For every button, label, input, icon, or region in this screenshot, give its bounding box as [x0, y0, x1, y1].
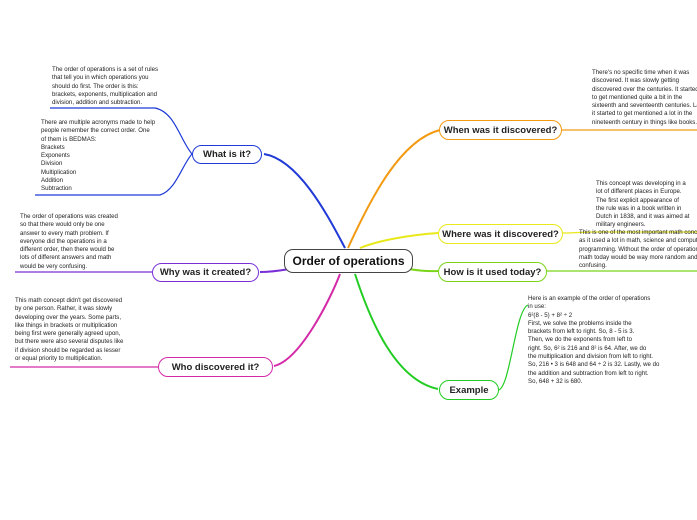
note-line: Multiplication — [41, 168, 77, 176]
note-what-acronyms: There are multiple acronyms made to help… — [41, 119, 173, 194]
central-topic[interactable]: Order of operations — [284, 249, 413, 273]
note-line: everyone did the operations in a — [20, 237, 107, 245]
note-line: There's no specific time when it was — [592, 69, 690, 76]
note-use: This is one of the most important math c… — [579, 229, 697, 270]
note-line: This is one of the most important math c… — [579, 229, 697, 236]
branch-how-is-it-used-today[interactable]: How is it used today? — [438, 262, 547, 282]
link-when — [347, 129, 441, 249]
note-line: the rule was in a book written in — [596, 204, 682, 212]
branch-label: Who discovered it? — [171, 361, 260, 373]
note-line: So, 648 + 32 is 680. — [528, 377, 583, 385]
note-line: There are multiple acronyms made to help — [41, 119, 156, 126]
note-line: answer to every math problem. If — [20, 229, 109, 237]
note-line: developing over the years. Some parts, — [15, 313, 122, 321]
note-line: to get mentioned quite a bit in the — [592, 93, 683, 101]
link-example — [354, 273, 439, 390]
note-line: that tell you in which operations you — [52, 74, 149, 82]
note-line: would be very confusing. — [20, 262, 88, 270]
note-line: being first were generally agreed upon, — [15, 330, 121, 338]
note-line: brackets, exponents, multiplication and — [52, 90, 158, 98]
note-example: Here is an example of the order of opera… — [528, 295, 668, 386]
note-line: by one person. Rather, it was slowly — [15, 305, 113, 313]
note-line: lot of different places in Europe. — [596, 188, 682, 196]
note-line: First, we solve the problems inside the — [528, 319, 632, 327]
note-line: So, 216 • 3 is 648 and 64 ÷ 2 is 32. Las… — [528, 361, 660, 369]
note-line: different order, then there would be — [20, 246, 115, 254]
note-line: so that there would only be one — [20, 221, 105, 229]
note-line: the addition and subtraction from left t… — [528, 369, 649, 377]
note-line: if division should be regarded as lesser — [15, 346, 121, 354]
note-line: This concept was developing in a — [596, 180, 686, 187]
branch-who-discovered-it[interactable]: Who discovered it? — [158, 357, 273, 377]
link-what-note1 — [50, 107, 193, 155]
note-line: people remember the correct order. One — [41, 127, 150, 135]
note-line: nineteenth century in things like books. — [592, 118, 697, 126]
branch-label: How is it used today? — [443, 266, 542, 278]
branch-where-was-it-discovered[interactable]: Where was it discovered? — [438, 224, 563, 244]
note-line: Then, we do the exponents from left to — [528, 336, 632, 344]
note-line: The order of operations was created — [20, 213, 118, 220]
note-line: right. So, 6² is 216 and 8² is 64. After… — [528, 344, 647, 352]
link-where-note — [561, 231, 697, 234]
note-line: sixteenth and seventeenth centuries. Lat… — [592, 102, 697, 110]
note-line: like things in brackets or multiplicatio… — [15, 321, 118, 329]
note-line: Brackets — [41, 143, 65, 151]
note-line: Exponents — [41, 152, 70, 160]
note-line: military engineers. — [596, 221, 646, 229]
branch-label: Where was it discovered? — [442, 228, 559, 240]
note-line: brackets from left to right. So, 8 - 5 i… — [528, 328, 635, 336]
note-line: Dutch in 1838, and it was aimed at — [596, 213, 690, 221]
note-line: Addition — [41, 177, 64, 185]
note-line: confusing. — [579, 262, 607, 270]
note-line: This math concept didn't get discovered — [15, 297, 123, 304]
link-what — [263, 153, 346, 249]
note-line: or equal priority to multiplication. — [15, 355, 103, 363]
note-line: Division — [41, 160, 63, 168]
branch-label: What is it? — [202, 149, 252, 160]
note-line: math today would be way more random and — [579, 253, 697, 261]
note-line: programming. Without the order of operat… — [579, 245, 697, 253]
note-line: lots of different answers and math — [20, 254, 112, 262]
note-line: 6²(8 - 5) + 8² ÷ 2 — [528, 311, 573, 319]
link-what-note2 — [35, 153, 193, 196]
note-line: Subtraction — [41, 185, 72, 193]
central-topic-label: Order of operations — [292, 254, 405, 268]
note-line: discovered. It was slowly getting — [592, 77, 680, 85]
note-line: discovered over the centuries. It starte… — [592, 85, 697, 93]
note-line: but there were also several disputes lik… — [15, 338, 124, 346]
branch-why-was-it-created[interactable]: Why was it created? — [152, 263, 259, 282]
branch-label: Why was it created? — [159, 267, 252, 278]
note-line: it started to get mentioned a lot in the — [592, 110, 693, 118]
branch-when-was-it-discovered[interactable]: When was it discovered? — [439, 120, 562, 140]
branch-label: Example — [449, 384, 489, 396]
note-line: division, addition and subtraction. — [52, 99, 143, 107]
note-line: in use: — [528, 303, 546, 311]
branch-label: When was it discovered? — [443, 124, 558, 136]
link-who — [273, 273, 341, 367]
note-line: The first explicit appearance of — [596, 196, 679, 204]
note-what-definition: The order of operations is a set of rule… — [52, 66, 177, 107]
note-line: should do first. The order is this: — [52, 82, 139, 90]
note-line: Here is an example of the order of opera… — [528, 295, 651, 302]
note-line: of them is BEDMAS: — [41, 135, 97, 143]
link-where — [359, 232, 439, 249]
note-line: The order of operations is a set of rule… — [52, 66, 159, 73]
note-line: as it used a lot in math, science and co… — [579, 237, 697, 245]
note-line: the multiplication and division from lef… — [528, 353, 653, 361]
branch-example[interactable]: Example — [439, 380, 499, 400]
link-example-note — [497, 304, 529, 391]
branch-what-is-it[interactable]: What is it? — [192, 145, 262, 164]
